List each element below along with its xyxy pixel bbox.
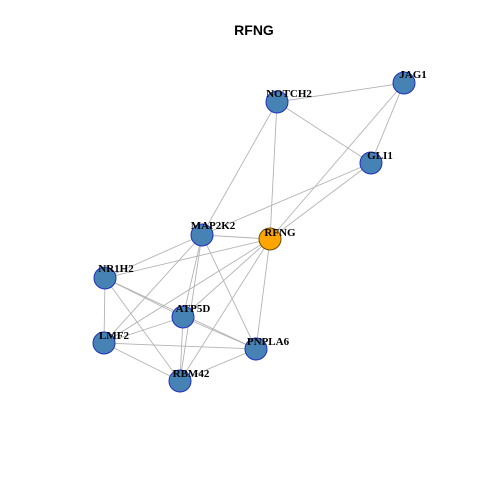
node-circle-rbm42: [168, 369, 192, 393]
node-circle-gli1: [359, 151, 383, 175]
node-label-rfng: RFNG: [264, 227, 296, 239]
node-label-notch2: NOTCH2: [266, 88, 312, 100]
node-label-gli1: GLI1: [367, 150, 393, 162]
edge-atp5d-pnpla6: [182, 316, 257, 350]
edge-lmf2-pnpla6: [103, 342, 257, 350]
edge-atp5d-lmf2: [103, 316, 184, 344]
edge-map2k2-lmf2: [103, 234, 203, 344]
edge-notch2-jag1: [276, 82, 405, 103]
edge-jag1-rfng: [269, 82, 405, 240]
edge-rfng-lmf2: [103, 238, 271, 344]
node-label-map2k2: MAP2K2: [191, 220, 236, 232]
edge-gli1-rfng: [269, 162, 372, 240]
node-jag1: JAG1: [392, 69, 427, 95]
edge-rfng-atp5d: [182, 238, 271, 318]
edge-notch2-gli1: [276, 101, 372, 164]
node-circle-pnpla6: [244, 337, 268, 361]
edge-rfng-pnpla6: [255, 238, 271, 350]
node-lmf2: LMF2: [92, 330, 129, 355]
edge-notch2-map2k2: [201, 101, 278, 236]
node-circle-rfng: [258, 227, 282, 251]
node-label-lmf2: LMF2: [99, 330, 129, 342]
edge-lmf2-rbm42: [103, 342, 181, 382]
node-label-atp5d: ATP5D: [176, 303, 211, 315]
edge-map2k2-nr1h2: [104, 234, 203, 279]
edge-nr1h2-rbm42: [104, 277, 181, 382]
node-gli1: GLI1: [359, 150, 393, 175]
node-label-jag1: JAG1: [399, 69, 427, 81]
edge-rfng-nr1h2: [104, 238, 271, 279]
node-circle-nr1h2: [93, 266, 117, 290]
node-atp5d: ATP5D: [171, 303, 211, 329]
graph-title: RFNG: [234, 22, 274, 38]
node-circle-jag1: [392, 71, 416, 95]
node-circle-lmf2: [92, 331, 116, 355]
node-notch2: NOTCH2: [265, 88, 312, 114]
node-nr1h2: NR1H2: [93, 263, 134, 290]
node-pnpla6: PNPLA6: [244, 336, 290, 361]
node-rbm42: RBM42: [168, 368, 210, 393]
node-circle-map2k2: [190, 223, 214, 247]
edge-gli1-map2k2: [201, 162, 372, 236]
node-label-nr1h2: NR1H2: [98, 263, 134, 275]
node-label-pnpla6: PNPLA6: [247, 336, 290, 348]
node-map2k2: MAP2K2: [190, 220, 236, 247]
edge-jag1-gli1: [370, 82, 405, 164]
node-circle-notch2: [265, 90, 289, 114]
edge-map2k2-atp5d: [182, 234, 203, 318]
edge-notch2-rfng: [269, 101, 278, 240]
edge-rfng-rbm42: [179, 238, 271, 382]
node-circle-atp5d: [171, 305, 195, 329]
edge-pnpla6-rbm42: [179, 348, 257, 382]
edge-map2k2-pnpla6: [201, 234, 257, 350]
node-rfng: RFNG: [258, 227, 296, 251]
edge-map2k2-rbm42: [179, 234, 203, 382]
edge-layer: [103, 82, 405, 382]
node-label-rbm42: RBM42: [173, 368, 210, 380]
